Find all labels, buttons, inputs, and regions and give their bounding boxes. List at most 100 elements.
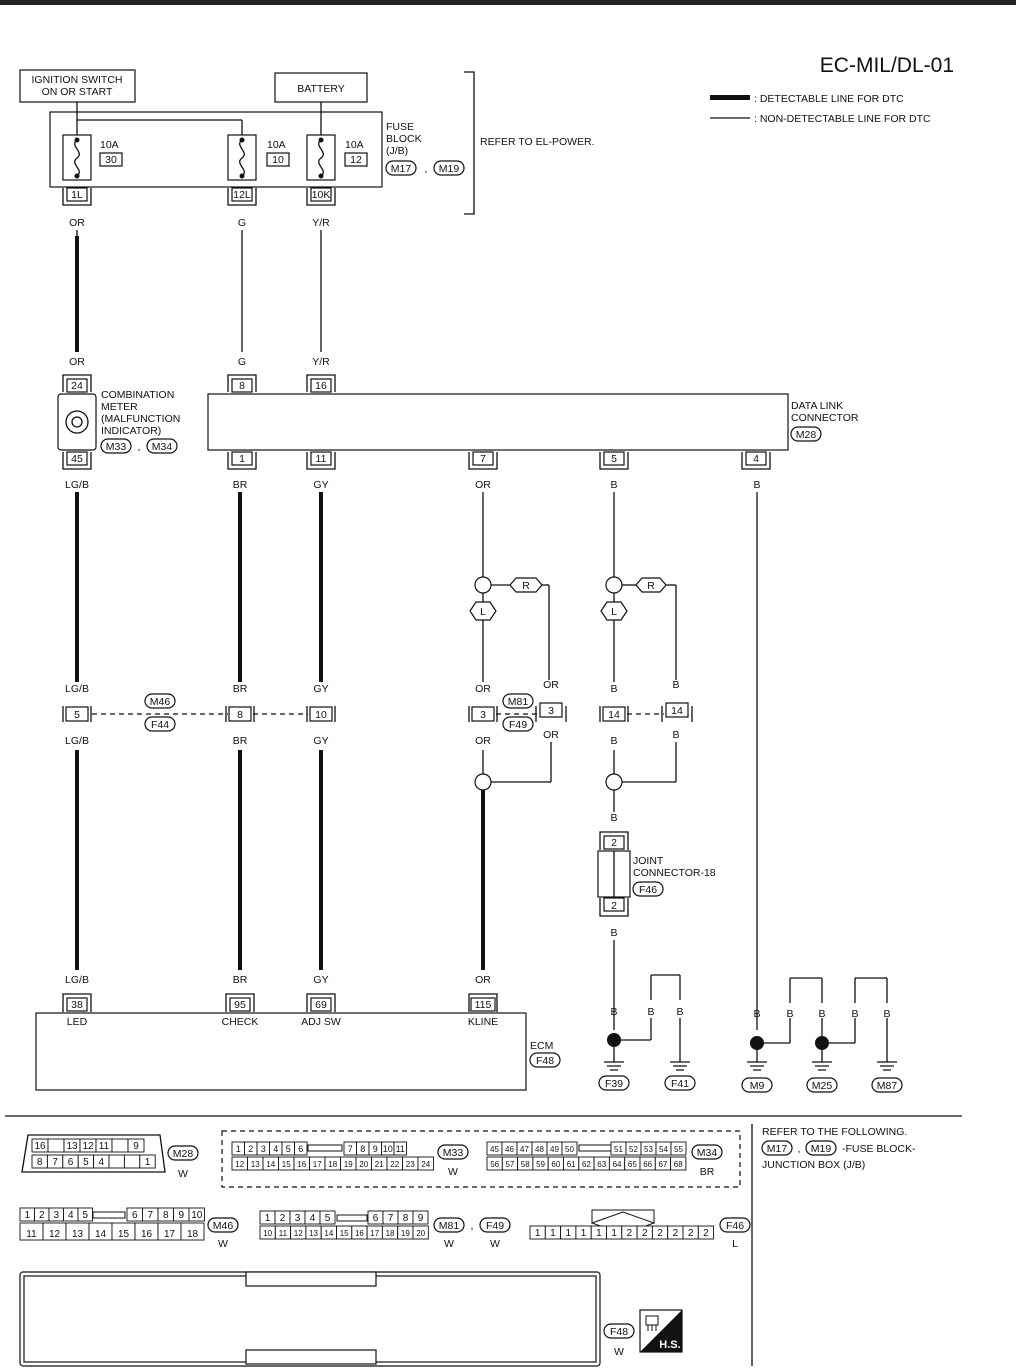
m81-pin: 10 xyxy=(263,1229,272,1238)
fuse-num-2: 10 xyxy=(272,154,284,166)
m34-pin: 61 xyxy=(567,1160,576,1169)
svg-text:GY: GY xyxy=(313,735,328,747)
option-l-2: L xyxy=(611,606,617,618)
svg-text:LG/B: LG/B xyxy=(65,479,89,491)
svg-text:8: 8 xyxy=(239,380,245,392)
svg-text:7: 7 xyxy=(480,453,486,465)
fuse-pin-2: 12L xyxy=(233,189,251,201)
m81-pin: 15 xyxy=(340,1229,349,1238)
data-link-connector xyxy=(207,393,789,451)
svg-text:B: B xyxy=(610,1006,617,1018)
m46-pin: 8 xyxy=(163,1210,169,1221)
meter-pin-bottom: 45 xyxy=(71,453,83,465)
f46-pin: 1 xyxy=(611,1228,617,1239)
svg-text:B: B xyxy=(753,479,760,491)
svg-text:F49: F49 xyxy=(486,1220,504,1232)
fuse-amp-2: 10A xyxy=(267,139,286,151)
m33-pin: 12 xyxy=(235,1160,244,1169)
m33-pin: 21 xyxy=(375,1160,384,1169)
svg-text:LG/B: LG/B xyxy=(65,735,89,747)
ground-m9: M9 xyxy=(750,1080,765,1092)
svg-text:B: B xyxy=(610,479,617,491)
fuse-12 xyxy=(306,134,336,181)
svg-text:LG/B: LG/B xyxy=(65,683,89,695)
m28-cell xyxy=(139,1154,156,1169)
m28-pin: 11 xyxy=(99,1141,110,1152)
m81-pin: 13 xyxy=(309,1229,318,1238)
m46-pin: 18 xyxy=(187,1229,199,1240)
svg-text:Y/R: Y/R xyxy=(312,356,330,368)
m33-pin: 19 xyxy=(344,1160,353,1169)
svg-text:BR: BR xyxy=(233,683,248,695)
m34-pin: 55 xyxy=(674,1145,683,1154)
battery-label: BATTERY xyxy=(297,83,344,95)
meter-pin-top: 24 xyxy=(71,380,83,392)
m34-pin: 52 xyxy=(629,1145,638,1154)
svg-text:W: W xyxy=(490,1238,500,1250)
svg-text:B: B xyxy=(610,927,617,939)
option-r-2: R xyxy=(647,580,655,592)
m28-cell xyxy=(47,1138,65,1153)
f46-pin: 1 xyxy=(550,1228,556,1239)
joint-connector-18 xyxy=(597,831,631,917)
svg-text:2: 2 xyxy=(611,837,617,849)
ground-f39: F39 xyxy=(605,1078,623,1090)
f46-pin: 1 xyxy=(596,1228,602,1239)
m28-cell xyxy=(123,1154,141,1169)
m33-pin: 20 xyxy=(359,1160,368,1169)
m34-pin: 62 xyxy=(582,1160,591,1169)
m28-pin: 13 xyxy=(66,1141,78,1152)
svg-text:INDICATOR): INDICATOR) xyxy=(101,425,161,437)
svg-text:BR: BR xyxy=(700,1166,715,1178)
m28-pin: 5 xyxy=(83,1157,89,1168)
m34-pin: 47 xyxy=(520,1145,529,1154)
m46-pin: 2 xyxy=(39,1210,45,1221)
svg-text:M19: M19 xyxy=(811,1143,832,1155)
m34-cell xyxy=(670,1156,687,1171)
svg-text:(MALFUNCTION: (MALFUNCTION xyxy=(101,413,180,425)
f46-pin: 2 xyxy=(657,1228,663,1239)
svg-text:5: 5 xyxy=(74,709,80,721)
m28-face xyxy=(21,1134,166,1173)
m46-pin: 1 xyxy=(24,1210,30,1221)
svg-text:L: L xyxy=(732,1238,738,1250)
svg-text:14: 14 xyxy=(608,709,620,721)
svg-text:,: , xyxy=(471,1220,474,1232)
svg-text:14: 14 xyxy=(671,705,683,717)
svg-text:B: B xyxy=(818,1008,825,1020)
svg-text:4: 4 xyxy=(753,453,759,465)
m28-pin: 16 xyxy=(34,1141,46,1152)
m33-cell xyxy=(393,1141,407,1156)
fuse-10 xyxy=(227,134,257,181)
m33-cell xyxy=(417,1156,434,1171)
svg-text:M46: M46 xyxy=(213,1220,234,1232)
svg-text:M33: M33 xyxy=(443,1147,464,1159)
f46-pin: 2 xyxy=(673,1228,679,1239)
fuse-30 xyxy=(62,134,92,181)
malfunction-indicator-lamp-icon xyxy=(65,410,89,434)
svg-text:115: 115 xyxy=(475,999,492,1011)
svg-text:B: B xyxy=(676,1006,683,1018)
svg-text:COMBINATION: COMBINATION xyxy=(101,389,174,401)
svg-text:16: 16 xyxy=(315,380,327,392)
svg-text:,: , xyxy=(798,1143,801,1155)
option-r-1: R xyxy=(522,580,530,592)
svg-text:W: W xyxy=(614,1346,624,1358)
svg-text:DATA LINK: DATA LINK xyxy=(791,400,843,412)
battery-box xyxy=(274,72,368,103)
m34-pin: 57 xyxy=(505,1160,514,1169)
m34-pin: 45 xyxy=(490,1145,499,1154)
svg-text:OR: OR xyxy=(543,729,559,741)
m33-pin: 24 xyxy=(421,1160,430,1169)
joint-connector-conn: F46 xyxy=(639,884,657,896)
svg-text:B: B xyxy=(672,679,679,691)
m81-pin: 6 xyxy=(373,1213,379,1224)
m28-pin: 4 xyxy=(99,1157,105,1168)
m81-cell xyxy=(412,1210,429,1225)
connector-key xyxy=(92,1211,126,1219)
m33-pin: 16 xyxy=(297,1160,306,1169)
ecm-label: ECM xyxy=(530,1040,553,1052)
connector-key xyxy=(307,1144,343,1152)
fuse-pin-1: 1L xyxy=(71,189,83,201)
harness-side-badge xyxy=(639,1309,683,1353)
